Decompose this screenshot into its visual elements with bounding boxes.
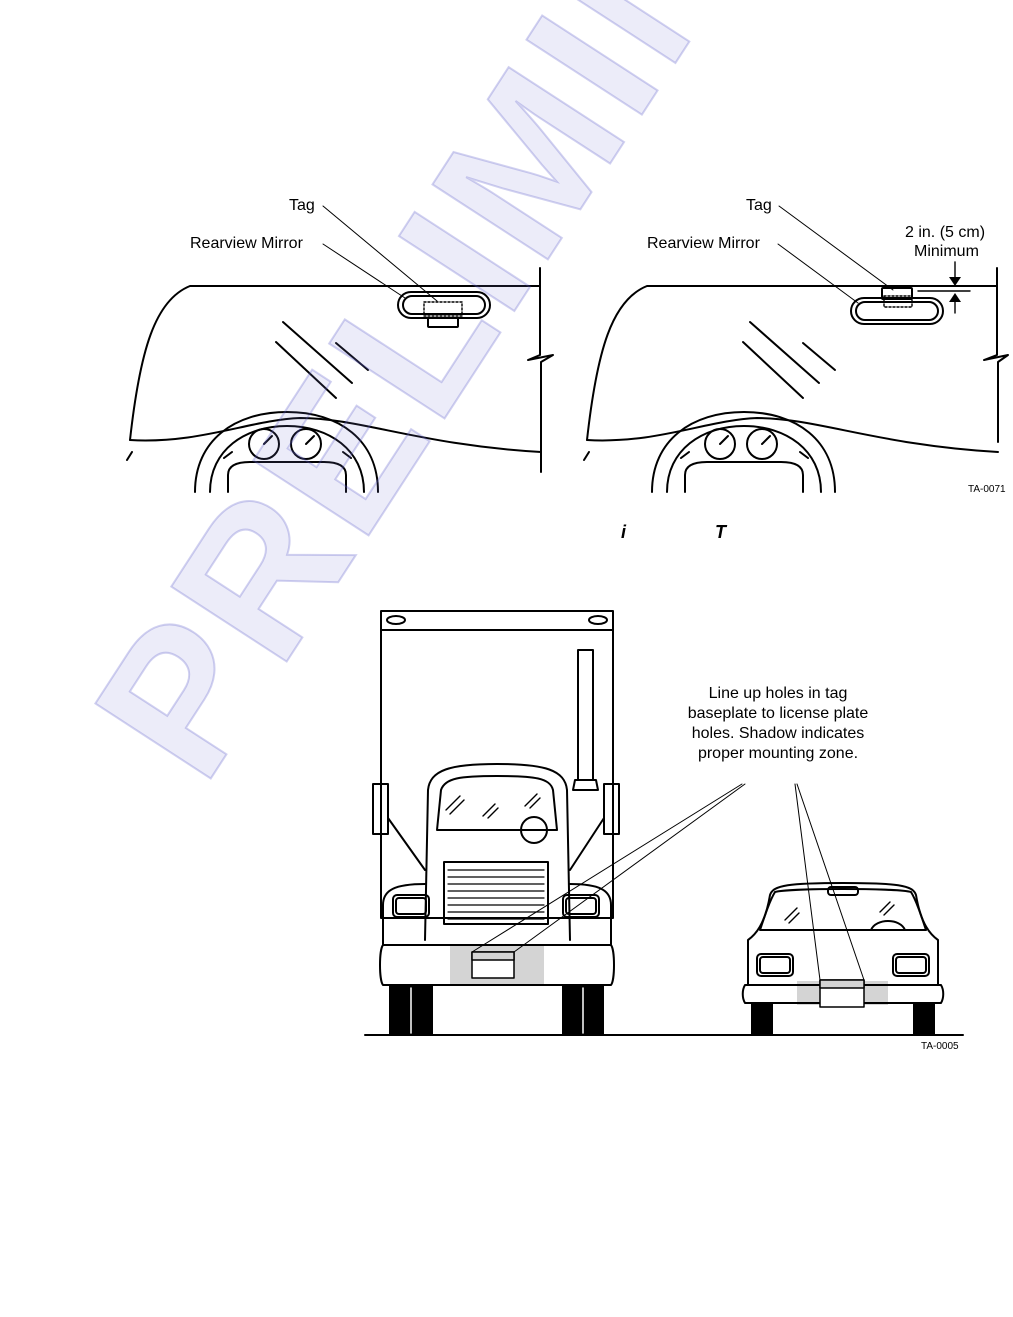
clearance-line2: Minimum	[914, 243, 979, 260]
tag-label-right: Tag	[746, 197, 772, 214]
figure-code-windshield: TA-0071	[968, 484, 1006, 495]
mounting-note: Line up holes in tag baseplate to licens…	[687, 685, 869, 762]
car	[741, 882, 945, 1008]
tag-label-left: Tag	[289, 197, 315, 214]
rearview-mirror-label-left: Rearview Mirror	[190, 235, 303, 252]
windshield-left	[126, 205, 554, 493]
truck	[372, 610, 620, 986]
figure-code-license-plate: TA-0005	[921, 1041, 959, 1052]
windshield-right	[583, 205, 1009, 493]
rearview-mirror-label-right: Rearview Mirror	[647, 235, 760, 252]
clearance-line1: 2 in. (5 cm)	[905, 224, 986, 241]
caption-fragment-t: T	[715, 522, 726, 542]
caption-fragment-i: i	[621, 522, 627, 542]
